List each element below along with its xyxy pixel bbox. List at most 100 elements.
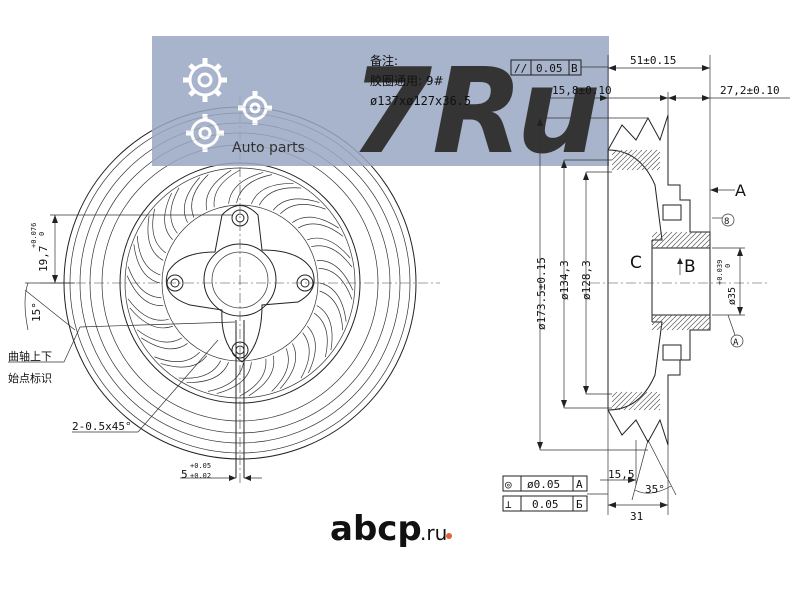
hatch-line [651,231,668,248]
hatch-line [651,231,658,238]
hatch-line [611,391,623,403]
fan-blade [319,282,347,322]
hatch-line [653,403,661,411]
hatch-line [696,316,711,331]
tol-frame-perp-value: 0.05 [532,498,559,511]
fan-blade-edge [313,312,328,358]
crank-label-leader-2 [79,321,236,328]
brand-tld: .ru [420,521,447,545]
hatch-line [660,231,678,249]
fan-blade [292,216,339,229]
hatch-line [611,391,618,398]
section-outline-bottom [607,318,711,446]
dim-15-8-arrows [600,95,668,101]
hatch-line [656,314,673,331]
hatch-line [676,314,693,331]
brand-logo: abcp .ru [330,509,452,549]
gear-teeth-icon [183,58,272,152]
dim-19-7-tol-lower: 0 [38,232,46,236]
hub-flange [165,205,315,363]
hatch-line [633,391,653,411]
hatch-line [661,314,678,331]
hatch-line [621,149,643,171]
front-view: 19,7 +0.076 0 15° 曲轴上下 始点标识 2-0.5x45° 5 … [8,95,440,485]
tol-frame-perp-symbol: ⊥ [505,498,512,511]
fan-blade [307,326,316,374]
datum-b-arrow [677,258,683,264]
tolerance-frame-perp: ⊥ 0.05 Б [502,493,608,512]
hatch-line [636,149,658,171]
fan-blade [279,343,296,389]
angle-15-text: 15° [30,302,43,322]
datum-c-label: C [630,253,642,273]
hatch-line [670,231,688,249]
hatch-line [700,238,711,249]
dim-173-text: ø173.5±0.15 [535,257,548,330]
hatch-line [651,231,663,243]
fan-blade [160,355,208,368]
fan-blade-edge [318,267,353,300]
section-hatching [611,149,711,411]
notes-line2: ø137xø127x36.5 [370,94,471,108]
fan-blade-edge [127,298,169,321]
hatch-line [651,314,663,326]
fan-blade-edge [311,245,353,268]
fan-blade-edge [213,169,241,208]
dim-15-5-text: 15,5 [608,468,635,481]
section-bolt-top [662,204,682,221]
hatch-line [658,408,661,411]
hatch-line [675,231,693,249]
dim-51-text: 51±0.15 [630,54,676,67]
dim-31-text: 31 [630,510,643,523]
tol-frame-conc-box [502,475,588,492]
chamfer-text: 2-0.5x45° [72,420,132,433]
fan-blade-edge [178,360,222,379]
section-outline-top [607,114,711,245]
tol-frame-conc-datum: A [576,478,583,491]
web-bottom [607,321,663,411]
angle-35-arc [634,485,672,494]
fan-blade-edge [152,208,167,254]
tol-frame-top-symbol: // [514,62,527,75]
datum-a-label: A [735,181,746,200]
circle-8-text: 8 [724,217,729,227]
fan-blade-edge [236,174,273,204]
tol-frame-top-value: 0.05 [536,62,563,75]
hatch-line [623,391,643,411]
fan-blade [129,307,173,329]
dim-19-7-arrows [52,215,58,283]
hatch-line [691,314,708,331]
tol-frame-top-datum: B [571,62,578,75]
hatch-line [695,233,711,249]
fan-blade [126,275,164,306]
hatch-line [616,149,638,171]
fan-blade [307,237,351,259]
fan-blades [126,169,354,397]
circle-a-text: A [733,338,739,348]
fan-blade [316,260,354,291]
datum-b-label: B [684,257,696,277]
dim-19-7-text: 19,7 [37,246,50,273]
circle-8 [721,213,735,227]
gear-icon [188,63,268,148]
dim-35-text: ø35 [727,287,738,305]
fan-blade [133,244,161,284]
hatch-line [646,156,661,171]
hatch-line [651,314,668,331]
hatch-line [611,149,623,161]
section-bolt-bottom [662,344,682,361]
datum-a-arrow [710,187,718,193]
dim-5-tol-lower: +0.02 [190,472,211,480]
hatch-line [706,326,711,331]
hatch-line [643,393,661,411]
notes-line1: 胶圈通用: 9# [370,73,444,88]
hatch-line [666,314,683,331]
fan-blade [141,337,188,350]
dim-27-2-text: 27,2±0.10 [720,84,780,97]
dim-19-7-tol-upper: +0.076 [30,223,38,248]
hatch-line [656,166,661,171]
hatch-line [651,161,661,171]
brand-name: abcp [330,509,422,549]
crank-label-line1: 曲轴上下 [8,349,52,363]
circle-a-leader [727,314,736,336]
